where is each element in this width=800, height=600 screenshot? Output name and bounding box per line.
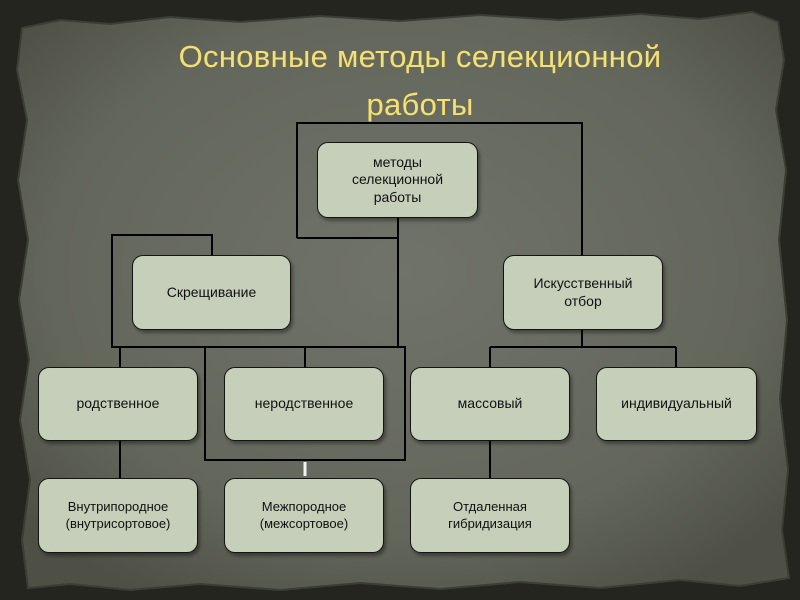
title-line-2: работы xyxy=(366,87,474,122)
title-line-1: Основные методы селекционной xyxy=(178,39,662,74)
node-individual: индивидуальный xyxy=(596,367,757,441)
node-distant-hybridization: Отдаленная гибридизация xyxy=(410,478,570,553)
node-root: методы селекционной работы xyxy=(317,142,478,218)
node-interbreed: Межпородное (межсортовое) xyxy=(224,478,384,553)
node-artificial-selection: Искусственный отбор xyxy=(503,255,663,330)
node-intrabreed: Внутрипородное (внутрисортовое) xyxy=(38,478,198,553)
node-unrelated: неродственное xyxy=(224,367,384,441)
node-mass: массовый xyxy=(410,367,570,441)
node-crossing: Скрещивание xyxy=(132,255,291,330)
node-related: родственное xyxy=(38,367,198,441)
